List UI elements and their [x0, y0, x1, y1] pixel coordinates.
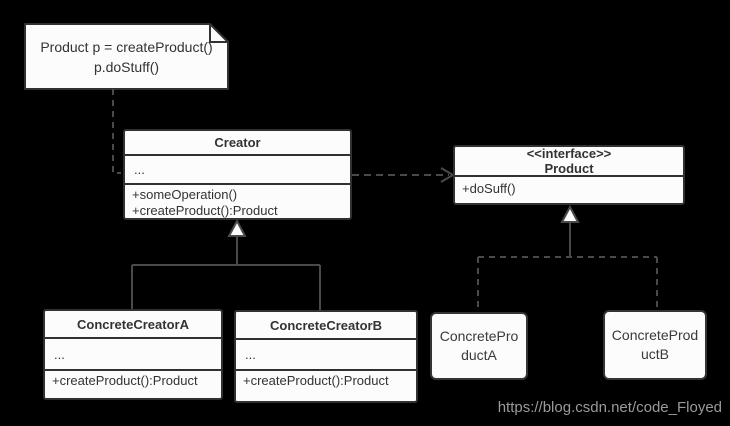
class-creator-title: Creator — [125, 131, 350, 157]
note-line-2: p.doStuff() — [93, 58, 160, 75]
concrete-creator-b-method-create-product: +createProduct():Product — [243, 373, 389, 388]
class-creator-attributes: ... — [125, 156, 350, 185]
interface-product: <<interface>> Product +doSuff() — [453, 145, 685, 205]
note-shape — [24, 23, 229, 90]
note-fold-icon — [209, 23, 229, 43]
class-concrete-creator-a: ConcreteCreatorA ... +createProduct():Pr… — [43, 309, 223, 400]
product-method-dosuff: +doSuff() — [462, 181, 516, 196]
interface-product-title: Product — [544, 161, 594, 176]
class-creator-methods: +someOperation() +createProduct():Produc… — [125, 185, 350, 218]
class-concrete-creator-b: ConcreteCreatorB ... +createProduct():Pr… — [234, 310, 418, 403]
concrete-creator-a-attributes: ... — [45, 339, 221, 371]
concrete-creator-a-method-create-product: +createProduct():Product — [52, 373, 198, 388]
concrete-creator-a-title: ConcreteCreatorA — [45, 311, 221, 339]
note-box: Product p = createProduct() p.doStuff() — [25, 24, 228, 89]
class-creator: Creator ... +someOperation() +createProd… — [123, 129, 352, 220]
concrete-creator-b-methods: +createProduct():Product — [236, 371, 416, 401]
note-link-dashed-line — [112, 89, 121, 174]
watermark-url: https://blog.csdn.net/code_Floyed — [497, 399, 722, 416]
realization-triangle-arrowhead-icon — [560, 204, 580, 223]
concrete-creator-b-attributes: ... — [236, 340, 416, 371]
class-concrete-product-b: ConcreteProductB — [603, 310, 707, 380]
concrete-creator-a-methods: +createProduct():Product — [45, 371, 221, 398]
interface-product-header: <<interface>> Product — [455, 146, 683, 177]
class-concrete-product-a: ConcreteProductA — [430, 312, 528, 380]
interface-product-methods: +doSuff() — [455, 177, 683, 203]
inheritance-triangle-arrowhead-icon — [227, 218, 247, 237]
creator-method-some-operation: +someOperation() — [132, 187, 238, 202]
creator-method-create-product: +createProduct():Product — [132, 202, 278, 218]
interface-stereotype: <<interface>> — [526, 146, 612, 161]
concrete-creator-b-title: ConcreteCreatorB — [236, 312, 416, 340]
note-line-1: Product p = createProduct() — [40, 38, 213, 55]
